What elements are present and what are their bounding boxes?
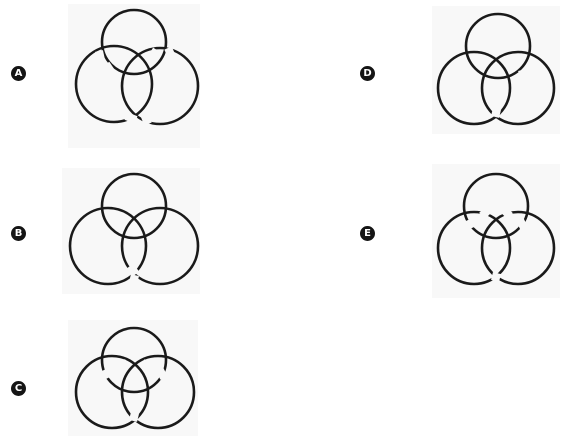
- option-e-knot-diagram: [432, 164, 560, 298]
- option-a-knot-diagram: [68, 4, 200, 148]
- option-a-badge: A: [11, 66, 26, 81]
- option-c-knot-diagram: [68, 320, 198, 436]
- option-b-badge: B: [11, 226, 26, 241]
- option-b-knot-diagram: [62, 168, 200, 294]
- option-e-badge: E: [360, 226, 375, 241]
- option-d-knot-diagram: [432, 6, 560, 134]
- option-d-badge: D: [360, 66, 375, 81]
- option-c-badge: C: [11, 381, 26, 396]
